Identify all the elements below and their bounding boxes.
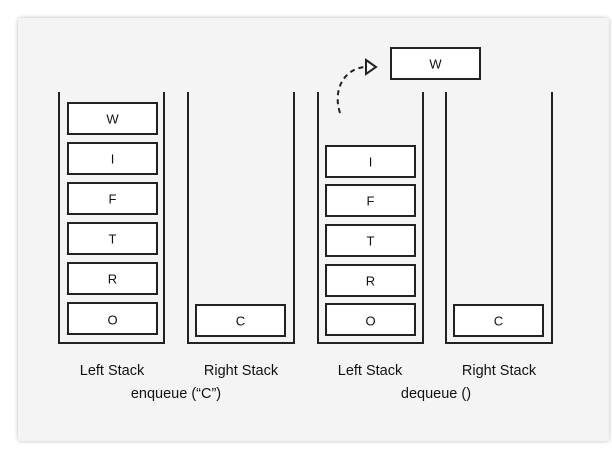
panel2-left-item: F: [325, 184, 416, 217]
panel2-left-item: O: [325, 303, 416, 336]
panel1-left-item: O: [67, 302, 158, 335]
pop-arrow: [336, 66, 365, 114]
popped-item: W: [390, 47, 481, 80]
panel1-left-item: I: [67, 142, 158, 175]
svg-text:W: W: [106, 112, 119, 127]
panel2-right-stack-label: Right Stack: [462, 363, 537, 379]
panel1-left-item: T: [67, 222, 158, 255]
svg-text:R: R: [366, 274, 375, 289]
panel2-operation-label: dequeue (): [401, 386, 471, 402]
panel2-right-item: C: [453, 304, 544, 337]
svg-text:C: C: [494, 314, 503, 329]
panel2-left-stack-container: [317, 92, 424, 344]
panel1-right-stack-label: Right Stack: [204, 363, 279, 379]
svg-text:T: T: [109, 232, 117, 247]
panel2-left-stack-label: Left Stack: [338, 363, 403, 379]
svg-text:T: T: [367, 234, 375, 249]
svg-text:O: O: [365, 314, 375, 329]
svg-text:I: I: [111, 152, 115, 167]
svg-text:I: I: [369, 155, 373, 170]
panel2-right-stack-container: [445, 92, 553, 344]
panel1-left-item: W: [67, 102, 158, 135]
panel1-operation-label: enqueue (“C”): [131, 386, 221, 402]
panel1-left-stack-label: Left Stack: [80, 363, 145, 379]
panel1-right-item: C: [195, 304, 286, 337]
panel1-right-stack-container: [187, 92, 295, 344]
panel2-left-item: T: [325, 224, 416, 257]
panel2-left-item: I: [325, 145, 416, 178]
panel1-left-item: R: [67, 262, 158, 295]
panel2-left-item: R: [325, 264, 416, 297]
panel1-left-stack-container: [58, 92, 165, 344]
svg-text:F: F: [109, 192, 117, 207]
svg-text:C: C: [236, 314, 245, 329]
pop-arrowhead-icon: [365, 58, 378, 76]
panel1-left-item: F: [67, 182, 158, 215]
svg-text:W: W: [429, 57, 442, 72]
svg-text:F: F: [367, 194, 375, 209]
svg-text:O: O: [107, 313, 117, 328]
svg-text:R: R: [108, 272, 117, 287]
